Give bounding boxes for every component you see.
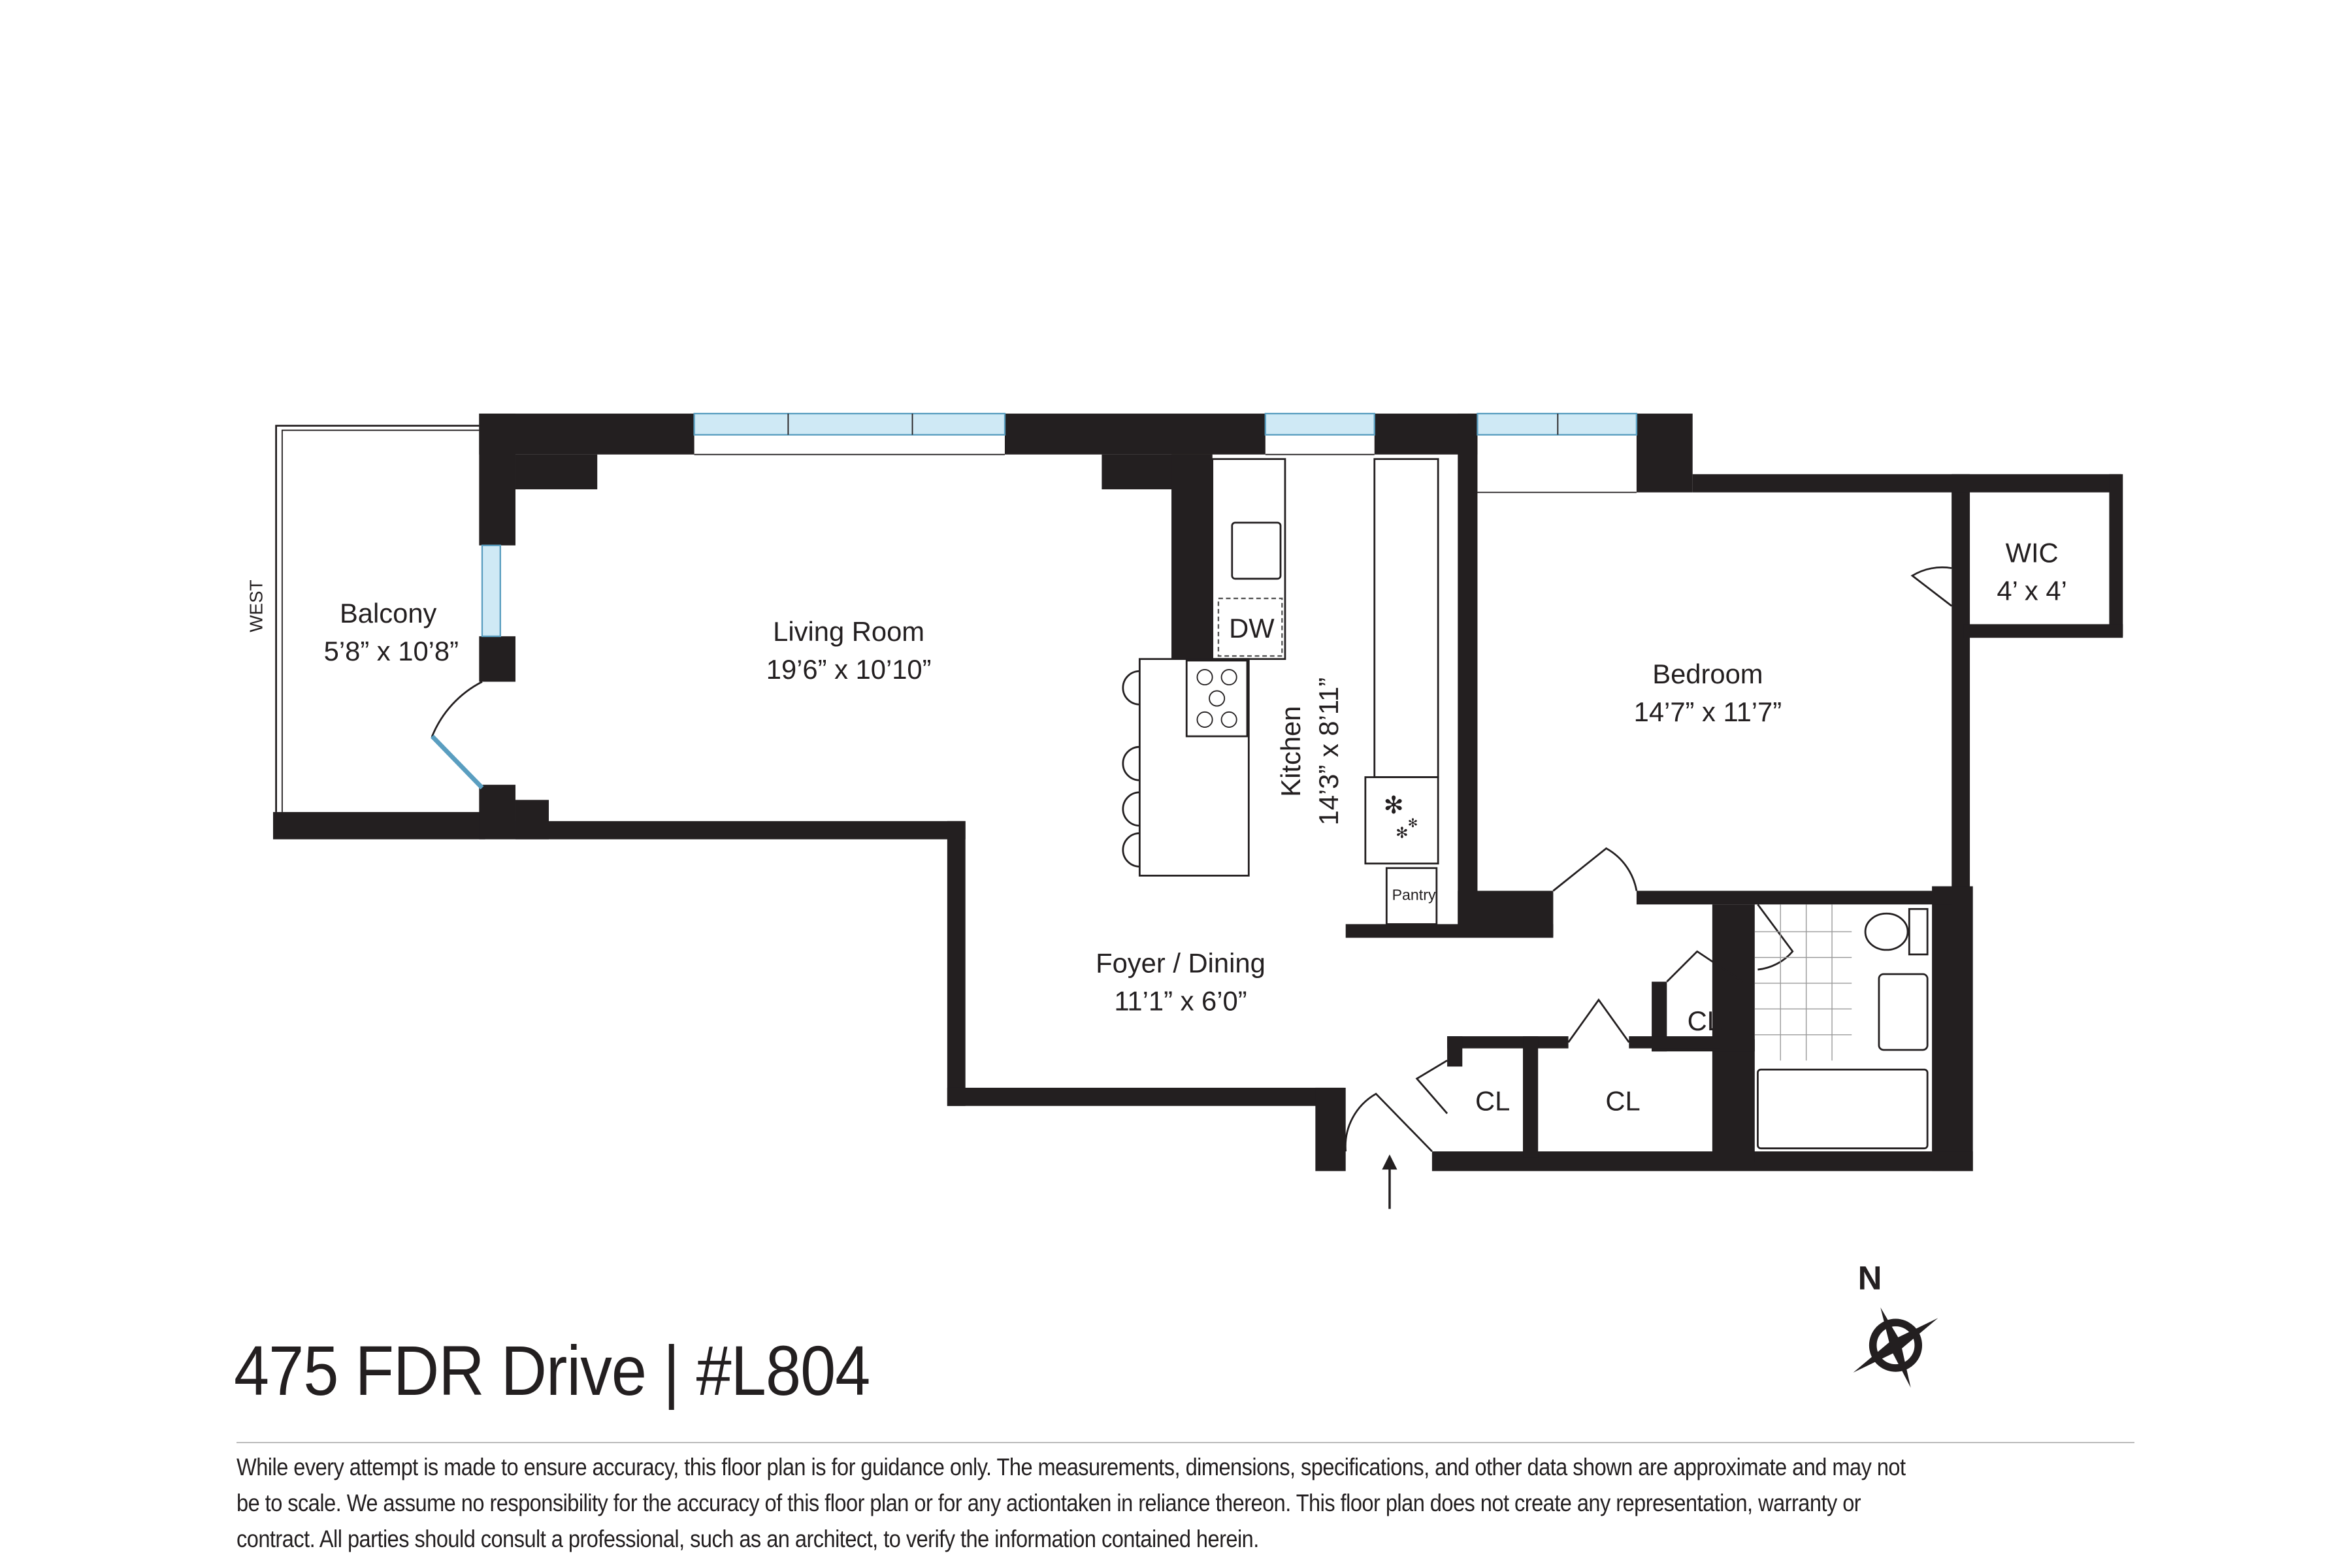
svg-text:✻: ✻ xyxy=(1384,791,1404,819)
listing-title: 475 FDR Drive | #L804 xyxy=(234,1331,870,1410)
entry-arrow-icon xyxy=(1382,1154,1397,1209)
foyer-dims: 11’1” x 6’0” xyxy=(1114,986,1247,1017)
bedroom-dims: 14’7” x 11’7” xyxy=(1634,696,1782,727)
foyer-name: Foyer / Dining xyxy=(1096,948,1266,979)
balcony-railing xyxy=(272,425,485,840)
bathtub-icon xyxy=(1757,1068,1929,1150)
kitchen-fixtures: ✻ ✻ ✻ xyxy=(1122,458,1439,925)
north-label: N xyxy=(1858,1259,1882,1296)
balcony-name: Balcony xyxy=(340,598,437,629)
cooktop-icon xyxy=(1185,659,1249,738)
kitchen-name: Kitchen xyxy=(1275,706,1306,797)
doors xyxy=(430,566,1953,1152)
kitchen-island xyxy=(1138,658,1250,877)
living-room-dims: 19’6” x 10’10” xyxy=(766,654,932,685)
sink-icon xyxy=(1231,521,1282,580)
svg-text:✻: ✻ xyxy=(1396,824,1408,841)
disclaimer: While every attempt is made to ensure ac… xyxy=(237,1454,1906,1552)
bathroom xyxy=(1754,904,1929,1150)
toilet-icon xyxy=(1864,912,1909,951)
wic-dims: 4’ x 4’ xyxy=(1997,575,2066,606)
west-label: WEST xyxy=(246,580,267,632)
refrigerator-icon xyxy=(1364,776,1439,865)
walls xyxy=(479,414,2123,1171)
closet-label: CL xyxy=(1605,1086,1640,1117)
dishwasher-label: DW xyxy=(1229,613,1275,644)
vanity-sink-icon xyxy=(1878,973,1929,1051)
compass-icon xyxy=(1853,1307,1938,1388)
pantry-label: Pantry xyxy=(1392,886,1436,903)
bedroom-name: Bedroom xyxy=(1652,659,1763,689)
svg-text:✻: ✻ xyxy=(1408,816,1418,830)
closet-label: CL xyxy=(1475,1086,1510,1117)
divider xyxy=(237,1442,2134,1443)
windows xyxy=(481,412,1638,638)
living-room-name: Living Room xyxy=(773,616,924,647)
balcony-dims: 5’8” x 10’8” xyxy=(324,636,459,666)
kitchen-dims: 14’3” x 8’11” xyxy=(1313,678,1344,825)
closet-label: CL xyxy=(1688,1005,1722,1036)
pantry xyxy=(1385,867,1438,925)
bar-stools xyxy=(1122,670,1140,868)
wic-name: WIC xyxy=(2006,537,2059,568)
